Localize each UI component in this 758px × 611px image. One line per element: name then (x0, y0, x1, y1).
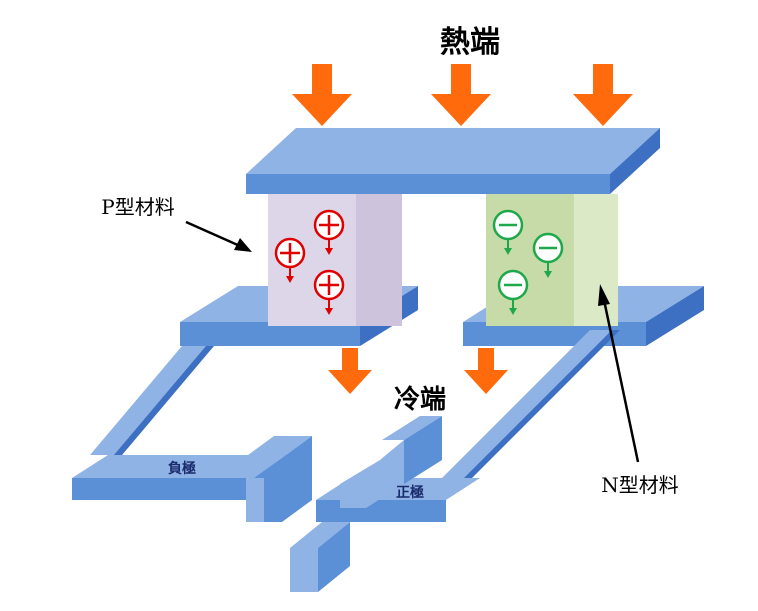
electron-carrier (492, 209, 524, 255)
down-arrow-icon (573, 64, 633, 126)
cold-end-label: 冷端 (394, 384, 446, 415)
negative-electrode (72, 286, 418, 522)
electron-carriers (492, 209, 564, 315)
electron-carrier (532, 232, 564, 278)
down-arrow-icon (431, 64, 491, 126)
pointer-arrow-icon (598, 284, 640, 463)
down-arrow-icon (292, 64, 352, 126)
negative-terminal-label: 負極 (168, 460, 196, 477)
hot-plate (246, 128, 660, 194)
hole-carrier (313, 209, 345, 255)
n-material-label: N型材料 (601, 473, 679, 497)
down-arrow-icon (328, 348, 372, 394)
heat-arrows-top (292, 64, 633, 126)
hole-carrier (274, 237, 306, 283)
pointer-arrow-icon (185, 220, 252, 252)
hot-end-label: 熱端 (440, 25, 500, 60)
hole-carrier (313, 269, 345, 315)
positive-terminal-label: 正極 (396, 484, 424, 501)
hole-carriers (274, 209, 345, 315)
electron-carrier (497, 269, 529, 315)
heat-arrows-bottom (328, 348, 508, 394)
p-material-label: P型材料 (101, 195, 174, 219)
down-arrow-icon (464, 348, 508, 394)
